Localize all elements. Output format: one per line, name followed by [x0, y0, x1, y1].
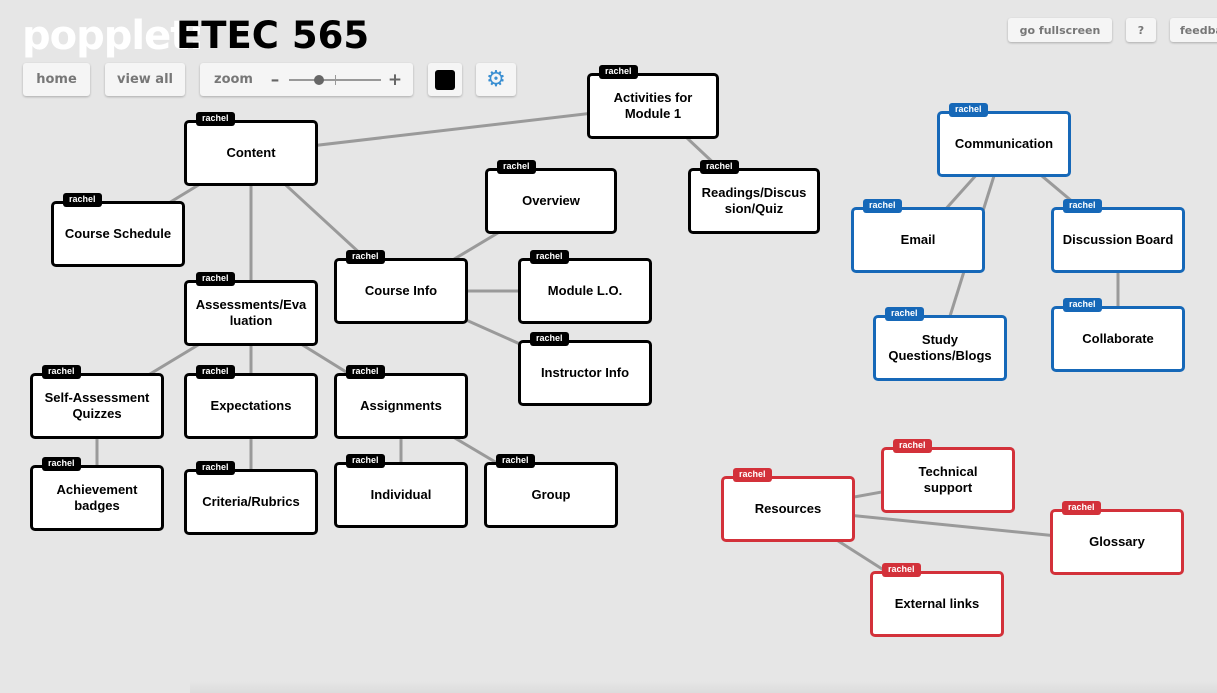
author-tag: rachel: [346, 365, 385, 379]
author-tag: rachel: [42, 457, 81, 471]
view-all-button[interactable]: view all: [105, 63, 185, 96]
color-swatch: [435, 69, 455, 90]
popple-text: Individual: [370, 487, 432, 502]
popple-text: Expectations: [210, 398, 292, 413]
go-fullscreen-button[interactable]: go fullscreen: [1008, 18, 1112, 42]
author-tag: rachel: [530, 332, 569, 346]
zoom-control: zoom – +: [200, 63, 413, 96]
popple-text: Module L.O.: [547, 283, 623, 298]
author-tag: rachel: [893, 439, 932, 453]
author-tag: rachel: [949, 103, 988, 117]
author-tag: rachel: [42, 365, 81, 379]
author-tag: rachel: [733, 468, 772, 482]
author-tag: rachel: [196, 365, 235, 379]
color-picker-button[interactable]: [428, 63, 462, 96]
home-button[interactable]: home: [23, 63, 90, 96]
author-tag: rachel: [496, 454, 535, 468]
author-tag: rachel: [346, 454, 385, 468]
popple-text: Content: [226, 145, 276, 160]
author-tag: rachel: [1063, 298, 1102, 312]
connection-line[interactable]: [250, 104, 654, 155]
popple-text: External links: [894, 596, 980, 611]
board-title: ETEC 565: [176, 14, 370, 57]
popplet-logo[interactable]: popplet:: [22, 13, 204, 59]
author-tag: rachel: [530, 250, 569, 264]
popple-text: Instructor Info: [540, 365, 630, 380]
popple-text: Course Schedule: [64, 226, 172, 241]
popple-text: Overview: [522, 193, 580, 208]
gear-icon: ⚙: [486, 66, 506, 92]
canvas-bottom-edge: [190, 681, 1217, 693]
help-button[interactable]: ?: [1126, 18, 1156, 42]
zoom-slider-handle[interactable]: [313, 74, 324, 85]
popple-text: Communication: [954, 136, 1054, 151]
author-tag: rachel: [497, 160, 536, 174]
author-tag: rachel: [196, 272, 235, 286]
popple-text: Glossary: [1089, 534, 1145, 549]
author-tag: rachel: [196, 112, 235, 126]
zoom-in-button[interactable]: +: [387, 69, 403, 90]
popple-text: Group: [531, 487, 571, 502]
feedback-button[interactable]: feedback: [1170, 18, 1217, 42]
author-tag: rachel: [63, 193, 102, 207]
author-tag: rachel: [196, 461, 235, 475]
author-tag: rachel: [1062, 501, 1101, 515]
zoom-label: zoom: [214, 72, 253, 87]
popple-text: Email: [900, 232, 936, 247]
popple-text: Assignments: [360, 398, 442, 413]
settings-button[interactable]: ⚙: [476, 63, 516, 96]
author-tag: rachel: [885, 307, 924, 321]
author-tag: rachel: [599, 65, 638, 79]
author-tag: rachel: [863, 199, 902, 213]
popple-text: Discussion Board: [1062, 232, 1174, 247]
popple-text: Criteria/Rubrics: [202, 494, 300, 509]
zoom-out-button[interactable]: –: [270, 69, 280, 90]
popple-text: Collaborate: [1082, 331, 1154, 346]
popple-text: Course Info: [364, 283, 438, 298]
author-tag: rachel: [1063, 199, 1102, 213]
popple-text: Resources: [754, 501, 822, 516]
zoom-slider[interactable]: [288, 74, 381, 86]
author-tag: rachel: [346, 250, 385, 264]
author-tag: rachel: [700, 160, 739, 174]
author-tag: rachel: [882, 563, 921, 577]
